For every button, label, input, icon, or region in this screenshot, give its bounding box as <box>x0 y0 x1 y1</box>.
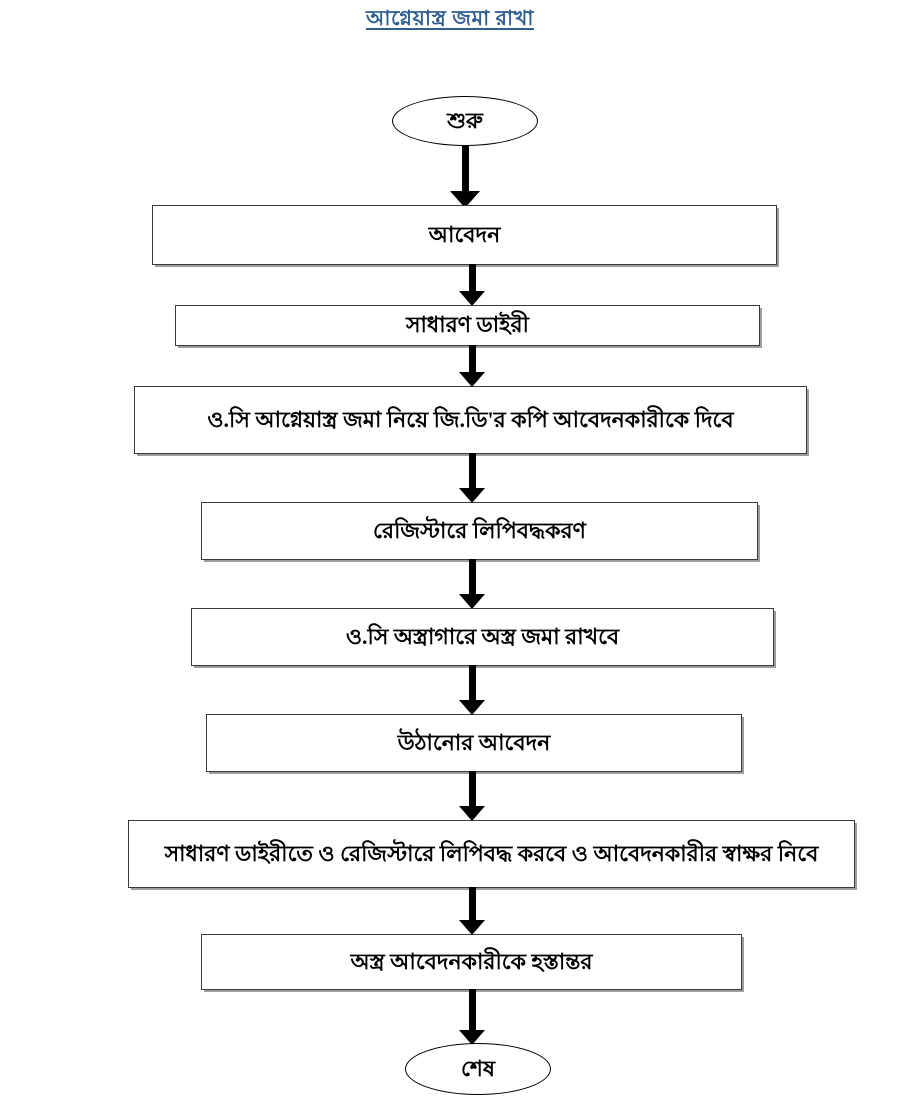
arrow-shaft <box>458 146 472 191</box>
arrow-head-icon <box>459 594 485 609</box>
flow-node-step-7-label: সাধারণ ডাইরীতে ও রেজিস্টারে লিপিবদ্ধ করব… <box>164 840 819 866</box>
arrow-shaft <box>468 345 476 372</box>
connector-step-6-to-step-7 <box>457 771 487 821</box>
connector-step-1-to-step-2 <box>457 264 487 306</box>
flow-node-step-3-label: ও.সি আগ্নেয়াস্ত্র জমা নিয়ে জি.ডি'র কপি… <box>207 406 734 432</box>
flow-node-step-1-label: আবেদন <box>428 221 501 247</box>
flow-node-step-1[interactable]: আবেদন <box>152 205 777 265</box>
connector-step-2-to-step-3 <box>457 345 487 387</box>
arrow-shaft <box>468 264 476 291</box>
flow-node-step-8-label: অস্ত্র আবেদনকারীকে হস্তান্তর <box>350 948 593 974</box>
arrow-shaft <box>468 665 476 700</box>
flow-node-step-4-label: রেজিস্টারে লিপিবদ্ধকরণ <box>373 517 586 543</box>
arrow-shaft <box>468 559 476 594</box>
connector-step-8-to-end <box>457 989 487 1045</box>
arrow-head-icon <box>459 488 485 503</box>
arrow-head-icon <box>459 700 485 715</box>
connector-step-7-to-step-8 <box>457 887 487 935</box>
flow-node-step-7[interactable]: সাধারণ ডাইরীতে ও রেজিস্টারে লিপিবদ্ধ করব… <box>128 820 855 888</box>
flow-node-end[interactable]: শেষ <box>405 1043 551 1095</box>
flow-node-step-5[interactable]: ও.সি অস্ত্রাগারে অস্ত্র জমা রাখবে <box>191 608 774 666</box>
arrow-shaft <box>468 887 476 920</box>
connector-start-to-step-1 <box>450 146 480 208</box>
flow-node-step-2[interactable]: সাধারণ ডাইরী <box>175 305 760 346</box>
flow-node-start[interactable]: শুরু <box>392 96 538 146</box>
flow-node-end-label: শেষ <box>460 1056 496 1082</box>
arrow-head-icon <box>459 920 485 935</box>
connector-step-4-to-step-5 <box>457 559 487 609</box>
arrow-shaft <box>468 453 476 488</box>
arrow-head-icon <box>459 806 485 821</box>
flow-node-step-4[interactable]: রেজিস্টারে লিপিবদ্ধকরণ <box>201 502 758 560</box>
flow-node-step-8[interactable]: অস্ত্র আবেদনকারীকে হস্তান্তর <box>201 934 742 990</box>
arrow-shaft <box>468 989 476 1030</box>
flow-node-step-3[interactable]: ও.সি আগ্নেয়াস্ত্র জমা নিয়ে জি.ডি'র কপি… <box>134 386 807 454</box>
flow-node-step-6[interactable]: উঠানোর আবেদন <box>206 714 742 772</box>
arrow-head-icon <box>459 372 485 387</box>
flow-node-start-label: শুরু <box>447 108 483 134</box>
flow-node-step-5-label: ও.সি অস্ত্রাগারে অস্ত্র জমা রাখবে <box>345 623 620 649</box>
flow-node-step-2-label: সাধারণ ডাইরী <box>406 312 529 338</box>
arrow-head-icon <box>459 291 485 306</box>
connector-step-5-to-step-6 <box>457 665 487 715</box>
flow-node-step-6-label: উঠানোর আবেদন <box>397 729 551 755</box>
page-title: আগ্নেয়াস্ত্র জমা রাখা <box>365 6 535 30</box>
connector-step-3-to-step-4 <box>457 453 487 503</box>
arrow-shaft <box>468 771 476 806</box>
